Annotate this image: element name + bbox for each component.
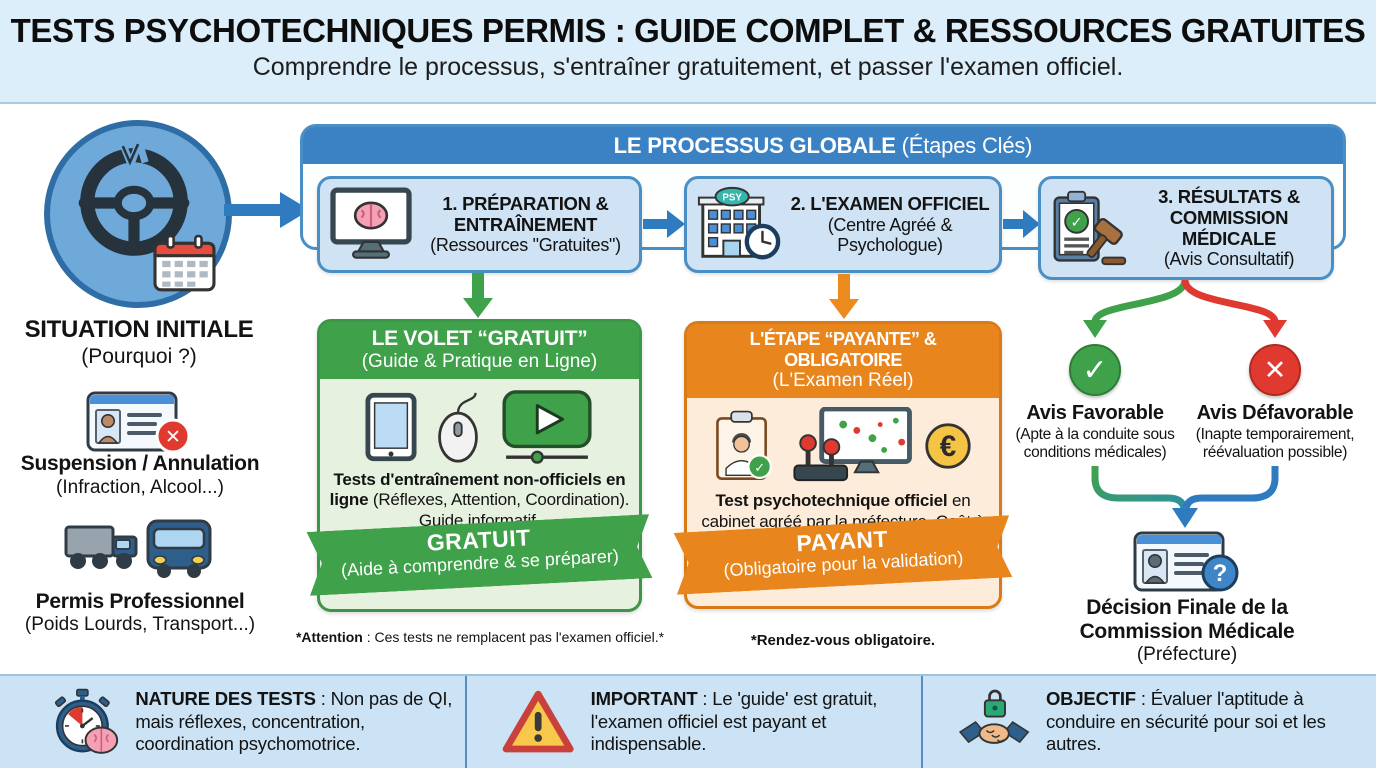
step-examen: PSY 2. L'EXAMEN OFFICIEL (Centre Agréé &… [684,176,1002,273]
svg-text:€: € [940,430,956,463]
page-title: TESTS PSYCHOTECHNIQUES PERMIS : GUIDE CO… [10,12,1366,49]
svg-text:✓: ✓ [1071,215,1083,231]
suspension-subtitle: (Infraction, Alcool...) [56,477,224,498]
step3-subtitle: (Avis Consultatif) [1163,249,1295,270]
svg-text:?: ? [1213,560,1228,587]
paid-header-subtitle: (L'Examen Réel) [772,370,914,392]
situation-title: SITUATION INITIALE [24,316,254,343]
monitor-brain-icon [330,187,412,259]
split-arrows [1083,280,1287,338]
free-description-bold: Tests d'entraînement non-officiels en li… [329,469,626,510]
page-subtitle: Comprendre le processus, s'entraîner gra… [252,52,1124,81]
converging-arrows [1091,466,1279,528]
paid-footnote: *Rendez-vous obligatoire. [750,632,936,649]
step-preparation: 1. PRÉPARATION & ENTRAÎNEMENT (Ressource… [317,176,642,273]
permis-title: Permis Professionnel [35,590,245,613]
footer-nature: NATURE DES TESTS : Non pas de QI, mais r… [0,676,465,768]
process-header-note: (Étapes Clés) [895,133,1033,158]
avis-favorable-subtitle: (Apte à la conduite sous conditions médi… [1015,426,1175,461]
decision-subtitle: (Préfecture) [1136,644,1238,665]
svg-text:✓: ✓ [754,460,765,475]
psychologist-clipboard-icon: ✓ [716,410,772,481]
free-header-subtitle: (Guide & Pratique en Ligne) [361,351,598,373]
paid-section: L'ÉTAPE “PAYANTE” & OBLIGATOIRE (L'Exame… [684,321,1002,609]
paid-icons: ✓ € [687,407,999,485]
check-glyph: ✓ [1082,353,1108,387]
stopwatch-brain-icon [54,688,119,754]
clipboard-gavel-icon: ✓ [1053,190,1127,266]
suspension-title: Suspension / Annulation [20,452,260,475]
free-footnote-bold: *Attention [295,629,363,645]
footer-objectif-text: OBJECTIF : Évaluer l'aptitude à conduire… [1046,688,1376,756]
process-header-title: LE PROCESSUS GLOBALE [613,133,896,158]
step1-subtitle: (Ressources "Gratuites") [430,235,621,256]
video-player-icon [501,390,592,464]
cross-glyph: ✕ [1263,354,1287,385]
mouse-icon [437,392,478,463]
footer-important-text: IMPORTANT : Le 'guide' est gratuit, l'ex… [591,688,921,756]
avis-defavorable-title: Avis Défavorable [1196,402,1354,424]
psy-center-building-icon: PSY [697,186,781,259]
decision-card-icon: ? [1133,531,1239,592]
header: TESTS PSYCHOTECHNIQUES PERMIS : GUIDE CO… [0,0,1376,104]
free-footnote: *Attention : Ces tests ne remplacent pas… [270,629,690,645]
arrow-right-icon [224,192,310,228]
paid-header-title: L'ÉTAPE “PAYANTE” & OBLIGATOIRE [749,329,937,370]
paid-description-bold: Test psychotechnique officiel [715,491,948,511]
truck-bus-icon [64,519,212,578]
situation-subtitle: (Pourquoi ?) [81,345,197,368]
svg-text:PSY: PSY [722,192,742,203]
step2-subtitle: (Centre Agréé & Psychologue) [827,214,953,256]
footer-objectif-label: OBJECTIF [1045,688,1136,710]
broken-steering-wheel-icon [78,138,190,256]
calendar-icon [153,234,216,292]
x-circle-icon: ✕ [1249,344,1301,396]
joystick-monitor-icon [793,407,912,482]
avis-favorable-title: Avis Favorable [1026,402,1164,424]
footer-objectif: OBJECTIF : Évaluer l'aptitude à conduire… [920,676,1376,768]
footer-nature-text: NATURE DES TESTS : Non pas de QI, mais r… [135,688,465,756]
tablet-icon [364,392,417,462]
free-icons [320,390,639,464]
step1-title: 1. PRÉPARATION & ENTRAÎNEMENT [442,193,609,236]
footer-objectif-body: : Évaluer l'aptitude à conduire en sécur… [1045,688,1326,755]
euro-coin-icon: € [925,423,971,469]
free-section-header: LE VOLET “GRATUIT” (Guide & Pratique en … [320,322,639,379]
situation-circle [44,120,232,308]
footer-important-body: : Le 'guide' est gratuit, l'examen offic… [590,688,878,755]
footer-nature-label: NATURE DES TESTS [135,688,316,710]
warning-triangle-icon [503,690,574,753]
step3-title: 3. RÉSULTATS & COMMISSION MÉDICALE [1158,186,1300,250]
arrow-down-green-icon [463,273,493,318]
permis-subtitle: (Poids Lourds, Transport...) [24,614,256,635]
avis-defavorable-subtitle: (Inapte temporairement, réévaluation pos… [1195,426,1355,461]
arrow-right-icon [1003,210,1040,238]
arrow-right-icon [643,210,685,238]
step2-title: 2. L'EXAMEN OFFICIEL [790,193,990,215]
handshake-lock-icon [958,689,1030,744]
footer: NATURE DES TESTS : Non pas de QI, mais r… [0,674,1376,768]
step-resultats: ✓ 3. RÉSULTATS & COMMISSION MÉDICALE (Av… [1038,176,1334,280]
footer-important-label: IMPORTANT [590,688,698,710]
footer-nature-body: : Non pas de QI, mais réflexes, concentr… [135,688,453,755]
free-section: LE VOLET “GRATUIT” (Guide & Pratique en … [317,319,642,612]
process-header: LE PROCESSUS GLOBALE (Étapes Clés) [303,127,1343,164]
svg-text:✕: ✕ [165,427,181,448]
check-circle-icon: ✓ [1069,344,1121,396]
decision-title: Décision Finale de la Commission Médical… [1079,596,1295,643]
license-suspended-icon: ✕ [86,391,191,454]
free-header-title: LE VOLET “GRATUIT” [371,327,588,350]
paid-section-header: L'ÉTAPE “PAYANTE” & OBLIGATOIRE (L'Exame… [687,324,999,399]
arrow-down-orange-icon [829,274,859,319]
footer-important: IMPORTANT : Le 'guide' est gratuit, l'ex… [465,676,920,768]
free-footnote-text: : Ces tests ne remplacent pas l'examen o… [362,629,665,645]
